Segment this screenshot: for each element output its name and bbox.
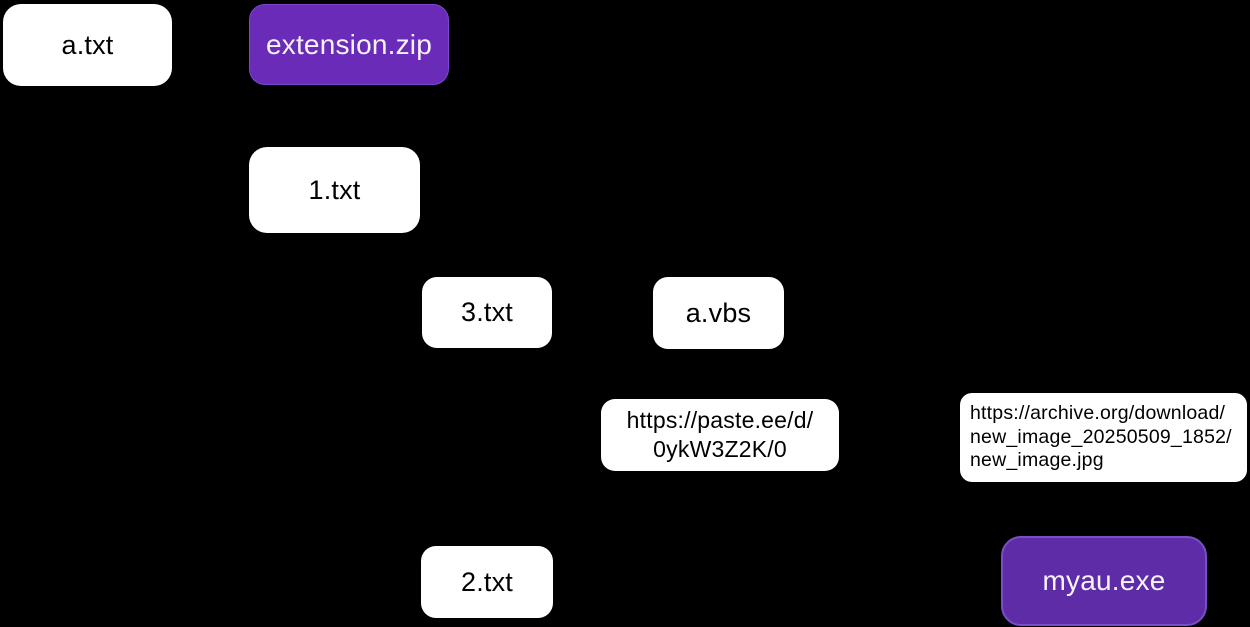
node-1-txt: 1.txt — [249, 147, 420, 233]
node-myau-exe: myau.exe — [1001, 536, 1207, 626]
node-a-vbs: a.vbs — [653, 277, 784, 349]
node-archive-org-url: https://archive.org/download/ new_image_… — [960, 393, 1247, 482]
node-paste-ee-url: https://paste.ee/d/ 0ykW3Z2K/0 — [601, 399, 839, 471]
node-3-txt: 3.txt — [422, 277, 552, 348]
node-a-txt: a.txt — [3, 4, 172, 86]
node-extension-zip: extension.zip — [249, 4, 449, 85]
node-2-txt: 2.txt — [421, 546, 553, 618]
